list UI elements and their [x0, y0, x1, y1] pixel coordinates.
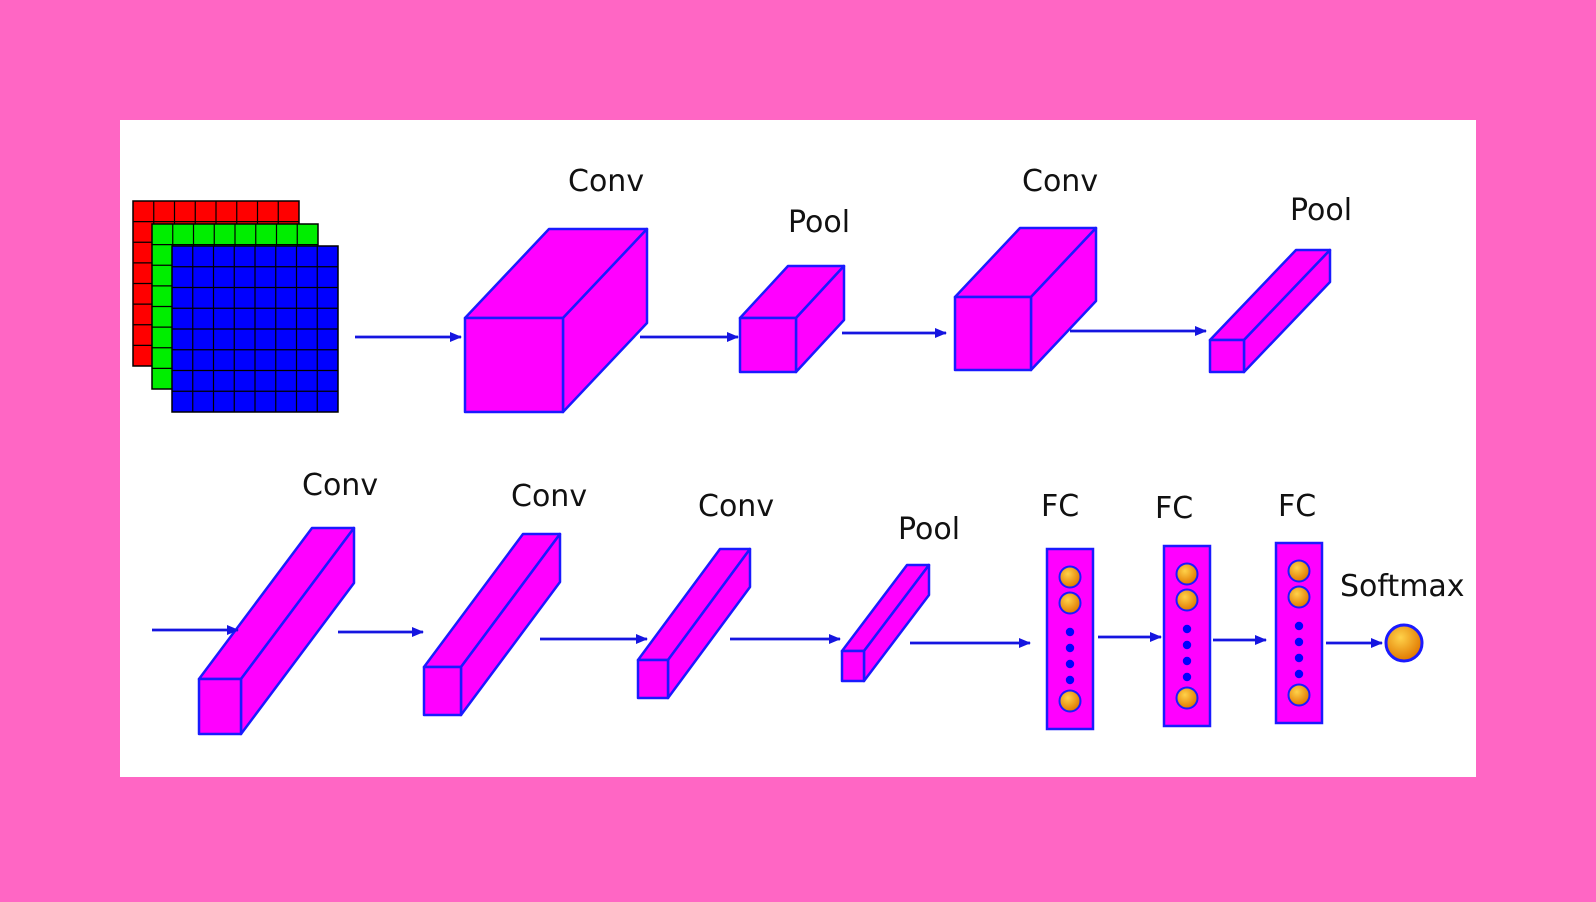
layer-block-5	[197, 526, 356, 736]
layer-block-1	[463, 227, 649, 414]
fc-label-3: FC	[1278, 489, 1316, 524]
neuron-icon	[1287, 683, 1311, 707]
neuron-icon	[1175, 588, 1199, 612]
softmax-label: Softmax	[1340, 569, 1465, 604]
layer-block-6	[422, 532, 562, 717]
arrows	[152, 326, 1383, 648]
layer-block-8	[840, 563, 931, 683]
fc-layer-3	[1274, 541, 1324, 725]
conv-label-3: Conv	[302, 468, 378, 503]
rgb-channel-grids-icon	[132, 200, 339, 413]
neuron-icon	[1058, 565, 1082, 589]
pool-label-2: Pool	[1290, 193, 1352, 228]
neuron-icon	[1058, 689, 1082, 713]
conv-label-1: Conv	[568, 164, 644, 199]
blue-channel-grid	[171, 245, 339, 413]
fc-layer-2	[1162, 544, 1212, 728]
ellipsis-dot	[1294, 653, 1304, 663]
fc-layers	[1045, 541, 1324, 731]
diagram-panel	[120, 120, 1476, 777]
neuron-icon	[1058, 591, 1082, 615]
ellipsis-dot	[1065, 627, 1075, 637]
layer-block-4	[1208, 248, 1332, 374]
ellipsis-dot	[1294, 621, 1304, 631]
fc-label-1: FC	[1041, 489, 1079, 524]
layer-block-7	[636, 547, 752, 700]
ellipsis-dot	[1182, 656, 1192, 666]
neuron-icon	[1175, 686, 1199, 710]
layer-block-3	[953, 226, 1098, 372]
pool-label-3: Pool	[898, 512, 960, 547]
fc-layer-1	[1045, 547, 1095, 731]
conv-label-2: Conv	[1022, 164, 1098, 199]
ellipsis-dot	[1182, 624, 1192, 634]
ellipsis-dot	[1065, 675, 1075, 685]
neuron-icon	[1287, 559, 1311, 583]
ellipsis-dot	[1065, 643, 1075, 653]
layer-blocks	[197, 226, 1332, 736]
ellipsis-dot	[1294, 637, 1304, 647]
output-neuron-icon	[1384, 623, 1424, 663]
layer-block-2	[738, 264, 846, 374]
conv-label-4: Conv	[511, 479, 587, 514]
fc-label-2: FC	[1155, 491, 1193, 526]
conv-label-5: Conv	[698, 489, 774, 524]
ellipsis-dot	[1294, 669, 1304, 679]
pool-label-1: Pool	[788, 205, 850, 240]
neuron-icon	[1287, 585, 1311, 609]
ellipsis-dot	[1182, 672, 1192, 682]
ellipsis-dot	[1182, 640, 1192, 650]
neuron-icon	[1175, 562, 1199, 586]
ellipsis-dot	[1065, 659, 1075, 669]
